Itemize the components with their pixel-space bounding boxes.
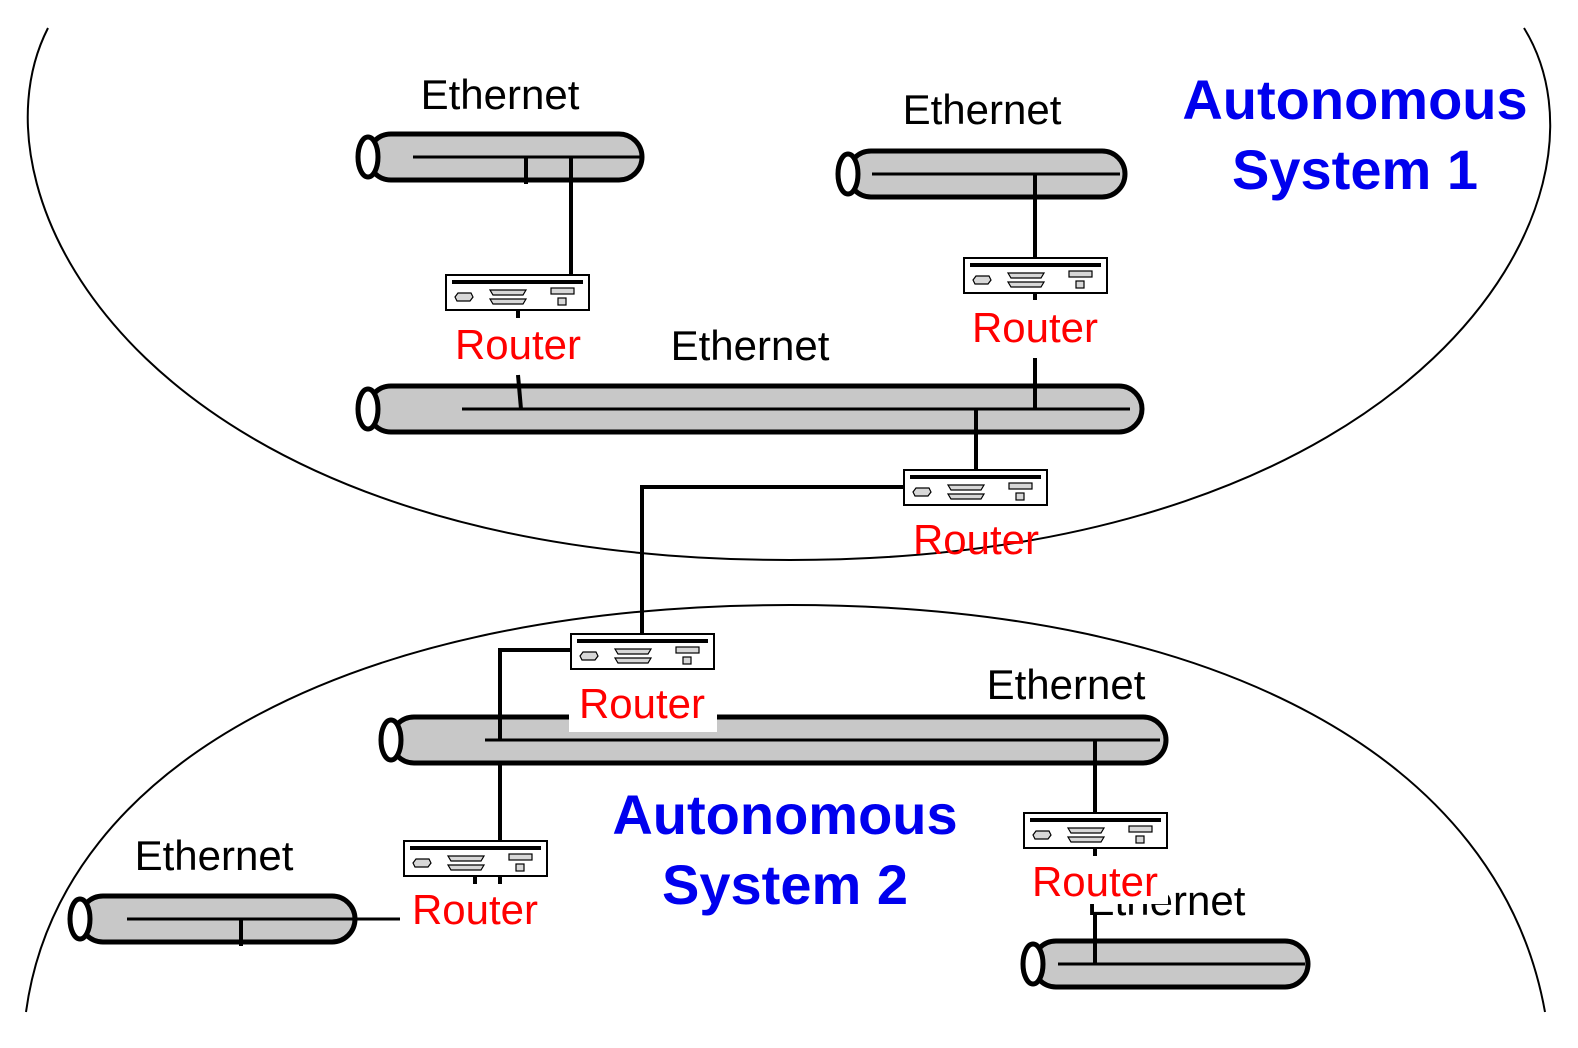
as2-title-line2: System 2 <box>662 853 908 916</box>
ethernet-cable-3 <box>355 383 1145 435</box>
ethernet-label: Ethernet <box>135 832 294 879</box>
router-icon <box>403 840 548 877</box>
ethernet-cable-1 <box>355 131 645 184</box>
router-label: Router <box>972 304 1098 351</box>
router-icon <box>1023 812 1168 849</box>
router-label: Router <box>455 321 581 368</box>
ethernet-label: Ethernet <box>987 661 1146 708</box>
router-label: Router <box>913 516 1039 563</box>
router-icon <box>963 257 1108 294</box>
ethernet-label: Ethernet <box>671 322 830 369</box>
as2-title-line1: Autonomous <box>612 783 957 846</box>
label-background <box>1020 860 1168 904</box>
router-label: Router <box>1032 858 1158 905</box>
router-label: Router <box>579 680 705 727</box>
connection-lines <box>473 157 1097 964</box>
as1-title-line2: System 1 <box>1232 138 1478 201</box>
as1-boundary <box>26 27 1552 562</box>
ethernet-cable-2 <box>835 148 1128 200</box>
as2-boundary <box>25 603 1546 1013</box>
ethernet-cable-6 <box>1020 938 1311 990</box>
router-icon <box>570 633 715 670</box>
ethernet-label: Ethernet <box>903 86 1062 133</box>
label-background <box>569 682 717 732</box>
ethernet-cable-5 <box>67 893 400 946</box>
router-icon <box>903 469 1048 506</box>
ethernet-label: Ethernet <box>421 71 580 118</box>
router-icon <box>445 274 590 311</box>
as1-title-line1: Autonomous <box>1182 68 1527 131</box>
router-label: Router <box>412 886 538 933</box>
